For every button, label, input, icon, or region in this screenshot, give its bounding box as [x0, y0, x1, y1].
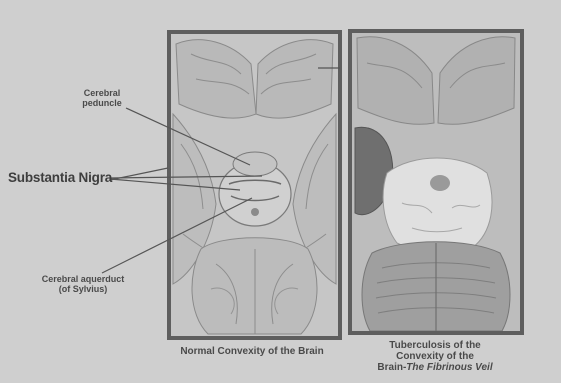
substantia-nigra-label: Substantia Nigra [8, 170, 112, 185]
tuberculous-brain-drawing [352, 33, 520, 331]
right-caption-line1: Tuberculosis of the [345, 340, 525, 351]
cerebral-peduncle-label: Cerebral peduncle [62, 88, 142, 108]
right-caption-prefix: Brain- [377, 362, 406, 373]
tuberculous-brain-image [348, 29, 524, 335]
peduncle-label-line2: peduncle [62, 98, 142, 108]
nigra-pointer-line-3 [110, 168, 168, 180]
cerebral-aqueduct-label: Cerebral aquerduct (of Sylvius) [18, 274, 148, 294]
right-caption-line2: Convexity of the [345, 351, 525, 362]
normal-brain-caption: Normal Convexity of the Brain [152, 346, 352, 357]
aqueduct-label-line1: Cerebral aquerduct [18, 274, 148, 284]
right-caption-line3: Brain-The Fibrinous Veil [345, 362, 525, 373]
peduncle-label-line1: Cerebral [62, 88, 142, 98]
aqueduct-label-line2: (of Sylvius) [18, 284, 148, 294]
normal-brain-image [167, 30, 342, 340]
normal-brain-drawing [171, 34, 338, 336]
tuberculous-brain-caption: Tuberculosis of the Convexity of the Bra… [345, 340, 525, 374]
right-caption-italic: The Fibrinous Veil [406, 362, 492, 373]
